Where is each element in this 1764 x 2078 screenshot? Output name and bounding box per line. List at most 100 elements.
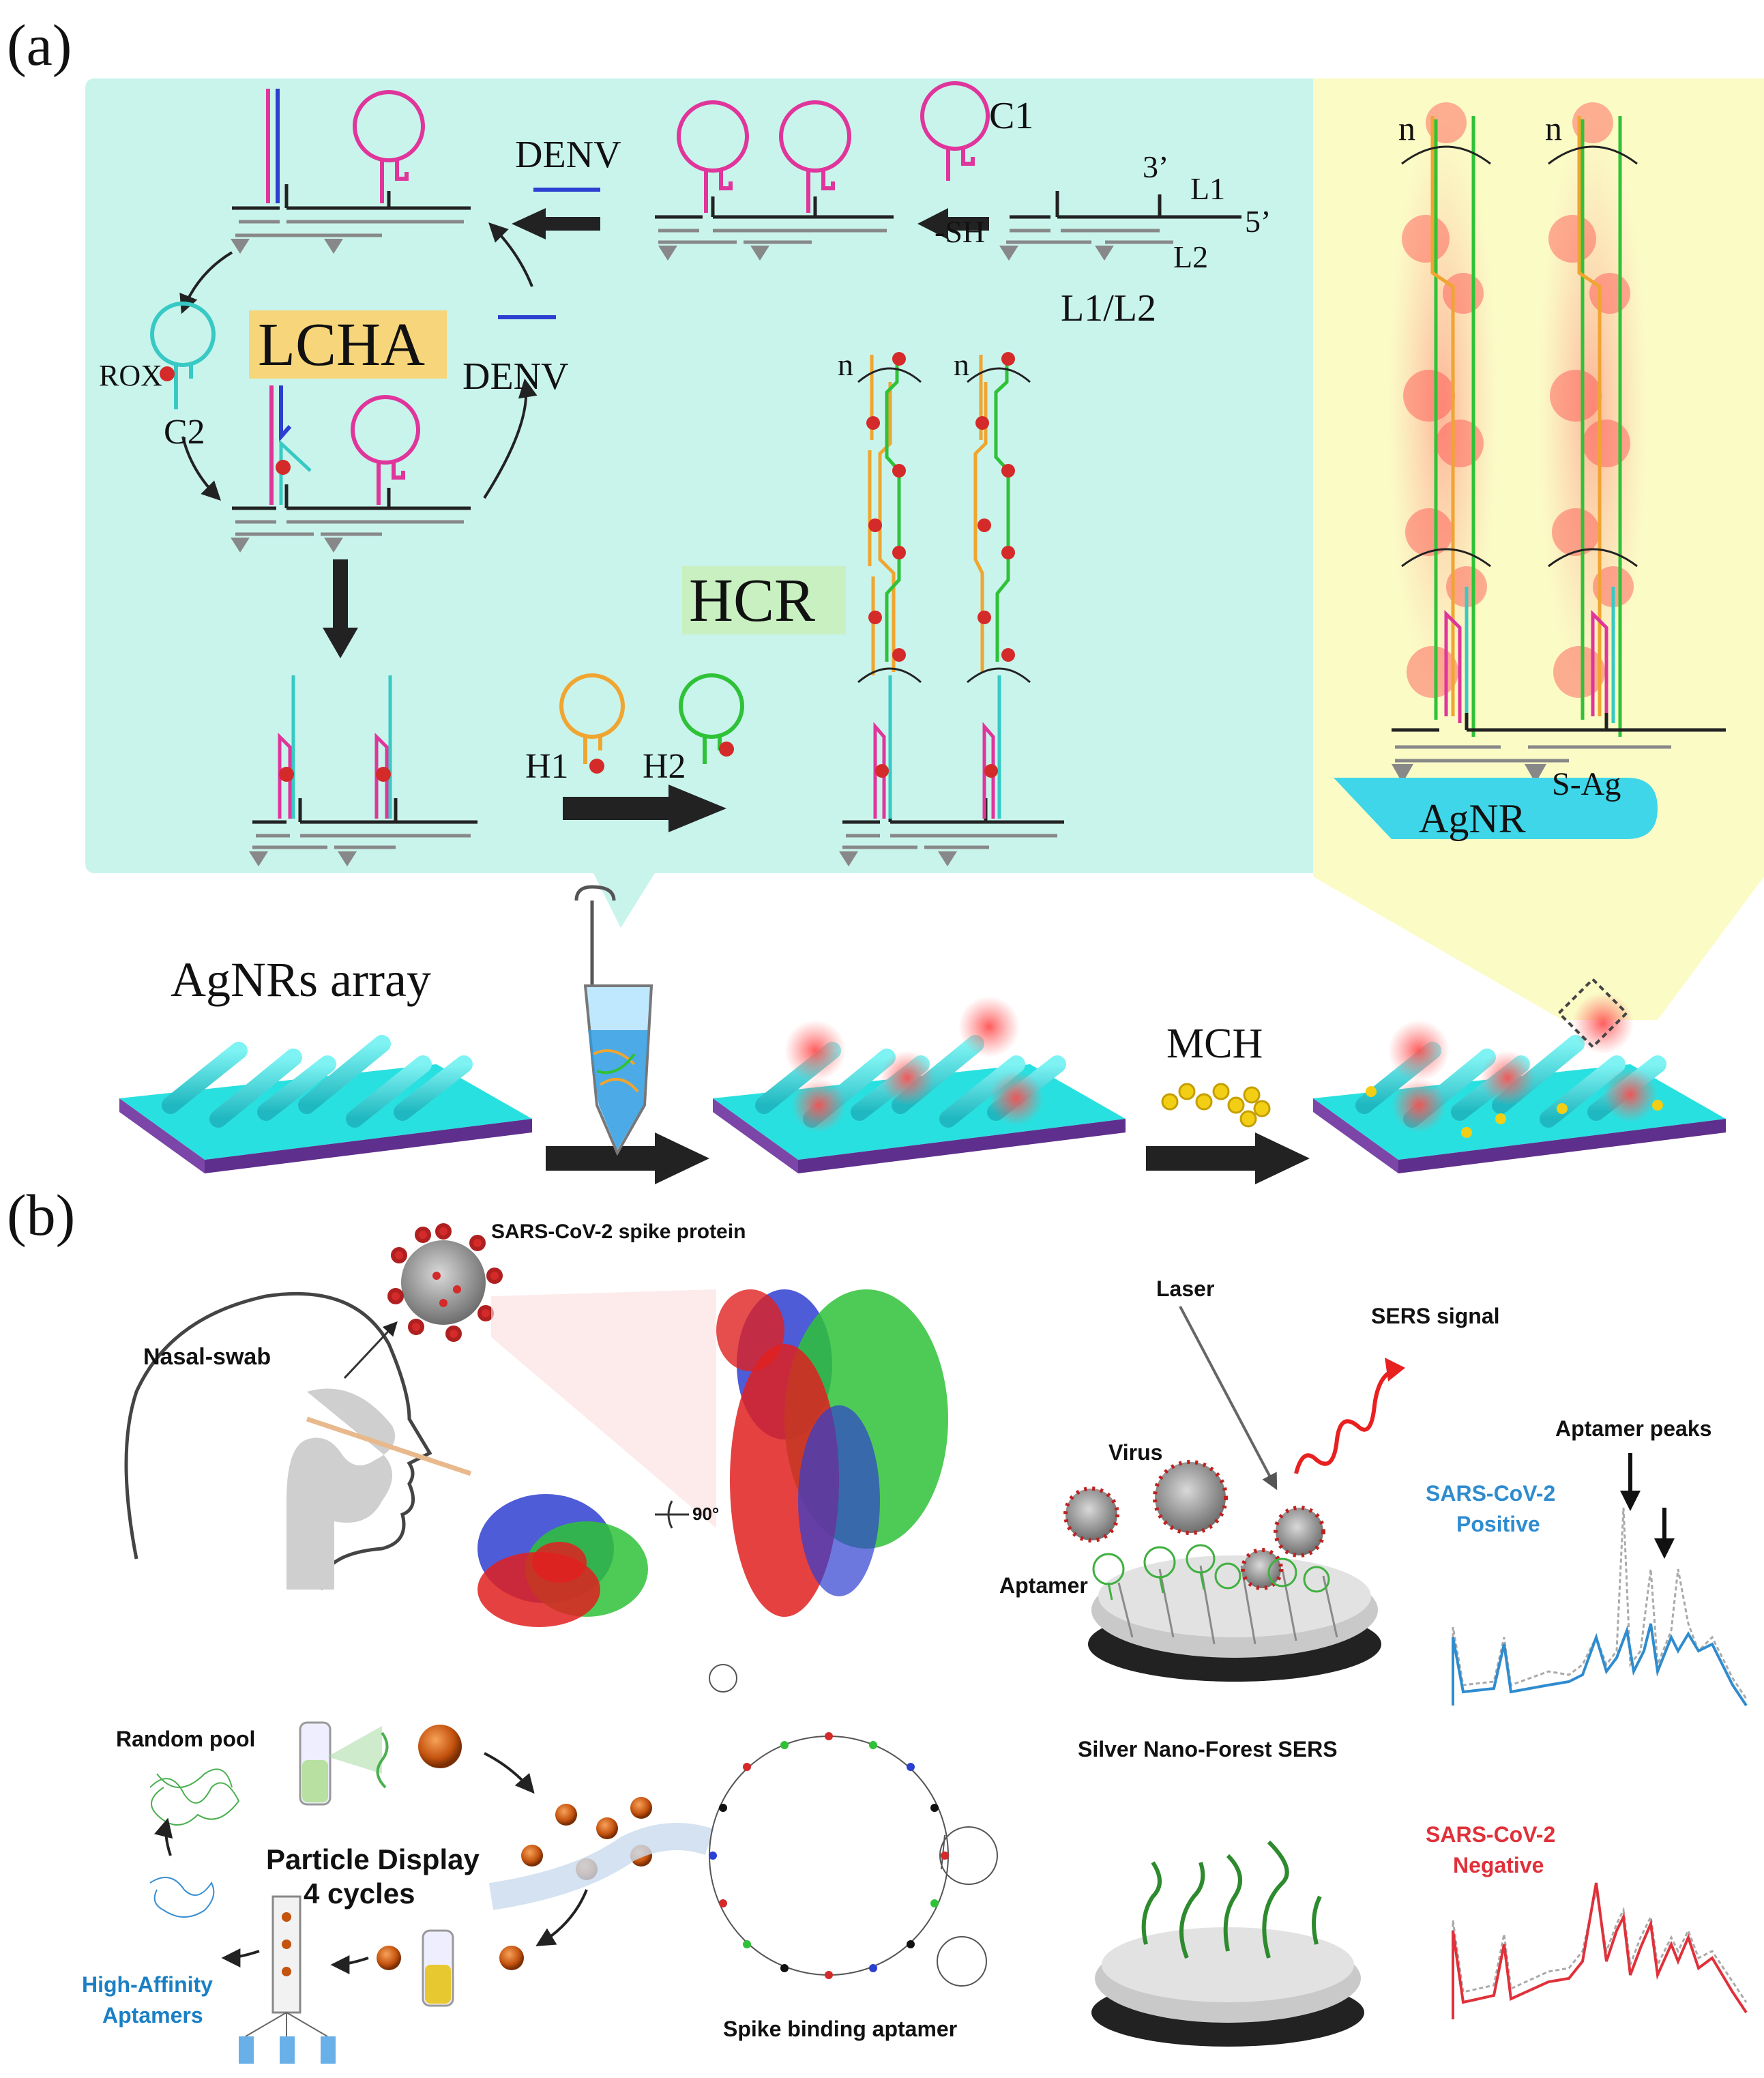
rox-dye [160,366,175,381]
cycle-arrow [330,1955,369,1974]
sag-label: S-Ag [1552,766,1621,802]
agnrs-array-label: AgNRs array [171,952,431,1007]
peak-arrows [1620,1453,1675,1559]
agnrs-substrate-1 [119,1035,532,1173]
c2-displacing [279,439,312,505]
h1-label: H1 [525,747,569,786]
hairpin-c2 [150,302,216,409]
random-pool-icon [149,1768,240,1826]
lcha-product-strand [374,732,389,819]
magnetic-bead-icon [499,1946,524,1970]
rox-label: ROX [99,359,162,392]
denv-displaced [279,385,292,443]
aptamer-pool-icon [149,1877,215,1918]
thiol-marker [1095,246,1114,261]
high-affinity-line1: High-Affinity [82,1972,213,1997]
spike-aptamer-label: Spike binding aptamer [723,2017,957,2041]
silver-forest-icon [1088,1555,1381,1682]
tube-icon [574,885,653,1156]
cycle-arrow [221,1948,260,1967]
mch-label: MCH [1166,1021,1263,1067]
thiol-marker [249,851,268,866]
rox-dye [719,742,734,757]
aptamer-peaks-label: Aptamer peaks [1555,1416,1711,1441]
sh-label: -SH [935,214,985,249]
rox-dye [376,767,391,782]
duplex-mid-left [232,484,471,536]
protein-ribbon-icon [716,1289,948,1617]
lcha-hcr-panel [85,78,1320,928]
h2-label: H2 [643,747,686,786]
aptamer-structure-icon [709,1664,998,1987]
thiol-marker [324,239,343,254]
cycle-arrow [153,1817,173,1856]
panel-b-label: (b) [7,1182,75,1248]
zoom-wedge [491,1289,716,1528]
sorting-column-icon [239,1895,336,2064]
aptamer-label: Aptamer [999,1573,1088,1598]
denv-top-label: DENV [515,134,621,176]
virus-icon [387,1223,503,1342]
sers-signal-wave [1294,1369,1393,1474]
thiol-marker [231,538,250,553]
nasal-swab-head-icon [124,1291,472,1590]
strand-icon [376,1731,389,1789]
denv-right-label: DENV [462,355,569,398]
l1l2-label: L1/L2 [1061,287,1156,330]
nasal-swab-label: Nasal-swab [143,1344,271,1370]
n-label: n [838,347,853,382]
c2-label: C2 [164,413,205,452]
rotation-label: 90° [692,1504,719,1524]
particle-display-line1: Particle Display [266,1843,480,1875]
aptamer-nucleotides [709,1732,949,1979]
hcr-label: HCR [689,567,815,634]
agnr-rod [1334,778,1658,839]
silver-forest-icon [1091,1840,1364,2047]
rox-dye [589,759,604,774]
n-label: n [1545,109,1562,147]
arrow-down [323,559,358,658]
cycle-arrow [488,222,533,287]
duplex-top-middle [655,196,894,244]
sers-signal-label: SERS signal [1371,1304,1500,1328]
particle-display-line2: 4 cycles [304,1877,415,1909]
hcr-badge [682,566,846,634]
tube-icon [422,1929,454,2007]
thiol-marker [324,538,343,553]
hairpin-c1-free [920,81,990,181]
negative-line1: SARS-CoV-2 [1426,1822,1555,1847]
arrow-left-2 [917,208,989,239]
arrow-right-1 [546,1132,709,1184]
thiol-marker [231,239,250,254]
l1-label: L1 [1190,171,1225,206]
thiol-marker [338,851,357,866]
sers-signal-arrowhead [1385,1358,1405,1381]
five-prime-label: 5’ [1245,204,1271,239]
bound-viruses [1063,1460,1330,1600]
cycle-arrow [484,1752,535,1794]
virus-label: Virus [1108,1440,1162,1465]
lcha-product-strand [278,732,292,819]
hairpin-c1-top [353,90,425,203]
cycle-arrow [483,378,538,499]
hairpin-c1-mid-a [677,100,749,213]
spike-title: SARS-CoV-2 spike protein [491,1220,746,1243]
thiol-marker [1392,764,1413,783]
thiol-marker [1525,764,1546,783]
thiol-marker [658,246,677,261]
hairpin-c1-mid-left [351,395,420,505]
silver-forest-label: Silver Nano-Forest SERS [1078,1737,1338,1761]
high-affinity-line2: Aptamers [102,2003,203,2028]
panel-a-label: (a) [7,12,72,78]
protein-ribbon-icon [477,1494,648,1627]
magnetic-bead-icon [377,1946,401,1970]
tube-icon [299,1721,382,1806]
zoomed-duplex [1392,713,1726,763]
agnrs-substrate-2 [713,996,1126,1173]
agnr-zoom-panel [1313,78,1764,1020]
random-pool-label: Random pool [116,1727,255,1751]
mch-molecule-icon [1161,1083,1271,1128]
duplex-top-left [232,184,471,237]
agnr-label: AgNR [1419,796,1526,841]
positive-line2: Positive [1456,1512,1540,1536]
